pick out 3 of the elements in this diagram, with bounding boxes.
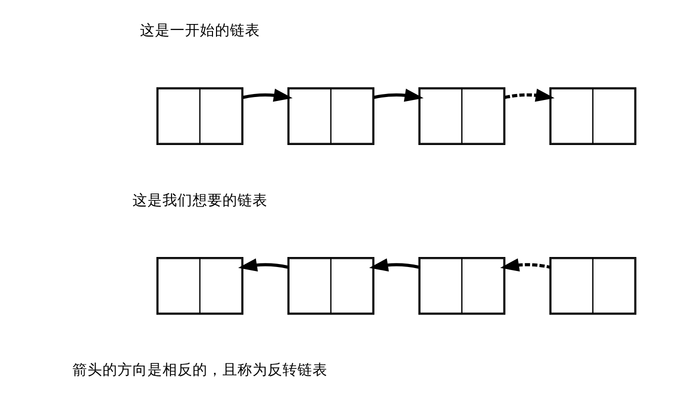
label: 这是我们想要的链表 bbox=[132, 192, 267, 209]
label: 这是一开始的链表 bbox=[139, 22, 260, 40]
label: 箭头的方向是相反的，且称为反转链表 bbox=[72, 362, 327, 379]
